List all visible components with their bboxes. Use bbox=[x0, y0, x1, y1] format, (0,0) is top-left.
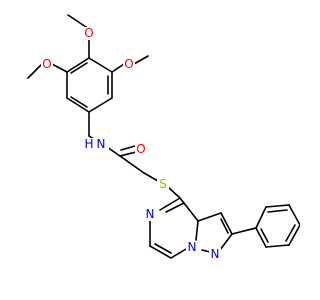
structure-svg: O O O O H N S N N N bbox=[27, 14, 300, 261]
oxygen-label-left: O bbox=[42, 57, 51, 71]
pyrazole-nitrogen-label: N bbox=[211, 247, 220, 261]
trimethoxyphenyl-ring bbox=[66, 57, 113, 113]
oxygen-label-right: O bbox=[124, 57, 133, 71]
thioether-link bbox=[167, 186, 181, 199]
pyrazine-nitrogen-label: N bbox=[146, 207, 155, 221]
amide-nitrogen-label: N bbox=[97, 137, 106, 151]
amide-h-label: H bbox=[84, 137, 93, 151]
bridgehead-nitrogen-label: N bbox=[188, 240, 197, 254]
oxygen-label-top: O bbox=[84, 26, 93, 40]
molecule-diagram: O O O O H N S N N N bbox=[27, 14, 300, 261]
tolyl-ring bbox=[231, 204, 300, 248]
pyrazole-ring bbox=[197, 212, 233, 253]
sulfur-label: S bbox=[159, 177, 167, 191]
carbonyl-oxygen-label: O bbox=[136, 142, 145, 156]
atom-labels: O O O O H N S N N N bbox=[41, 26, 221, 261]
pyrazine-ring bbox=[149, 197, 199, 259]
methoxy-groups bbox=[27, 14, 149, 79]
